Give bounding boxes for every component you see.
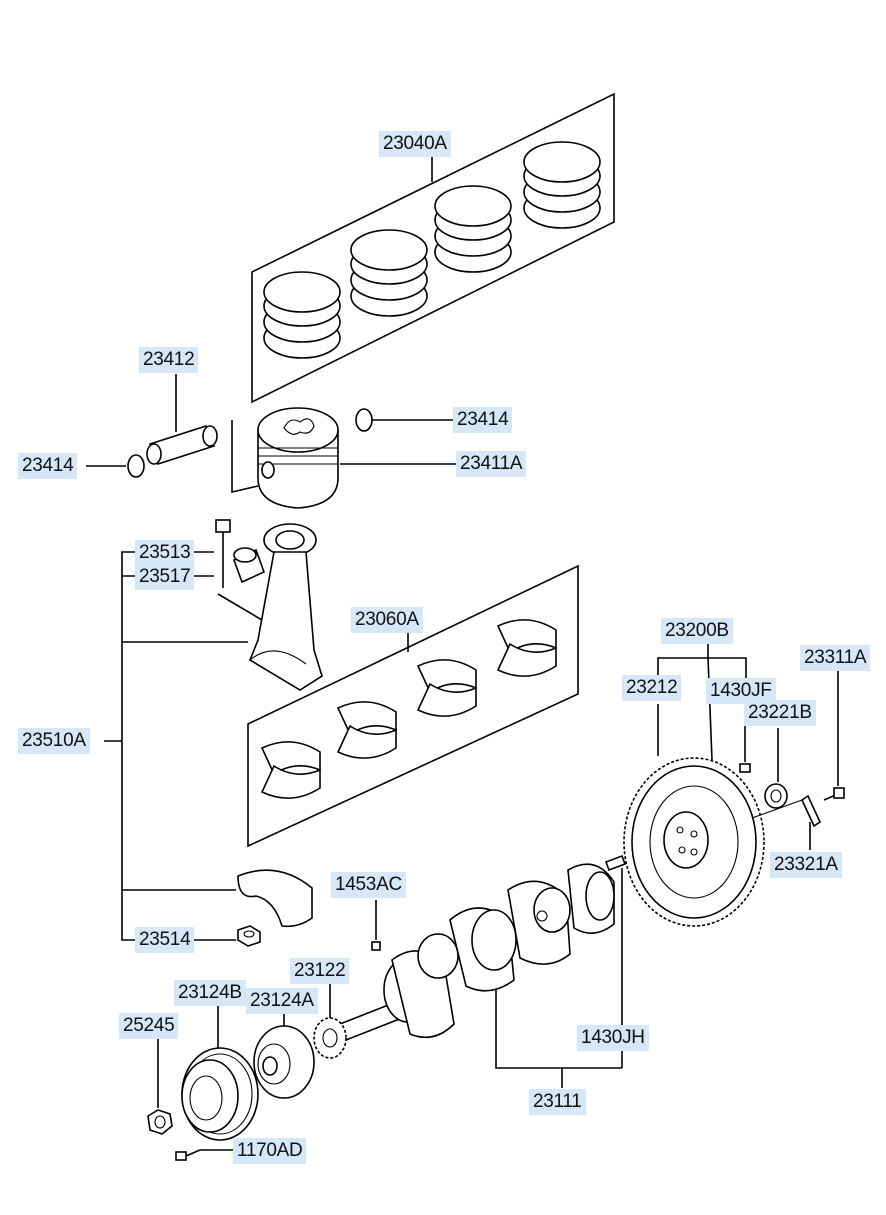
bearing-set-panel [247,564,579,848]
label-23412: 23412 [139,347,199,373]
flywheel [623,757,765,927]
label-23212: 23212 [622,675,682,701]
rod-bolt [215,519,231,588]
rod-bushing [232,547,266,584]
label-23411A: 23411A [456,451,527,477]
label-25245: 25245 [119,1013,179,1039]
label-23124B: 23124B [174,980,246,1006]
label-23122: 23122 [290,958,350,984]
label-23321A: 23321A [770,852,842,878]
label-23414-left: 23414 [18,453,78,479]
label-23514: 23514 [135,927,195,953]
label-23510A: 23510A [18,728,90,754]
label-23513: 23513 [135,540,195,566]
label-23517: 23517 [135,564,195,590]
piston-ring-stack-1 [263,271,341,359]
label-23124A: 23124A [246,988,318,1014]
pulley-nut [147,1109,173,1135]
flywheel-bolt [823,787,845,801]
piston-ring-stack-2 [350,229,428,317]
snap-ring-left [127,454,145,478]
label-1170AD: 1170AD [233,1138,307,1164]
pulley-bolt [175,1149,201,1161]
label-1430JH: 1430JH [577,1025,649,1051]
piston-pin [146,425,218,465]
damper-pulley-inner [253,1025,315,1099]
flywheel-plate [800,794,822,828]
label-23040A: 23040A [379,131,451,157]
label-23414-right: 23414 [453,407,513,433]
crankshaft [338,863,615,1042]
piston-ring-set-panel [251,92,615,404]
connecting-rod [249,523,323,691]
crank-pulley [181,1047,259,1141]
woodruff-key [371,941,381,951]
rod-cap [237,869,313,928]
label-23060A: 23060A [351,607,423,633]
dowel-pin [739,763,751,773]
rod-nut [237,925,261,947]
label-23200B: 23200B [661,618,733,644]
piston-ring-stack-3 [434,185,512,273]
snap-ring-right [355,408,373,432]
bearing-shells [260,619,557,799]
crankshaft-dowel [604,854,627,872]
label-23111: 23111 [529,1089,586,1115]
label-1430JF: 1430JF [706,678,776,704]
label-1453AC: 1453AC [331,872,406,898]
label-23311A: 23311A [800,645,871,671]
piston-ring-stack-4 [523,141,601,229]
label-23221B: 23221B [744,700,816,726]
piston [257,407,339,509]
pilot-bearing [764,783,788,809]
timing-sprocket [313,1017,347,1059]
